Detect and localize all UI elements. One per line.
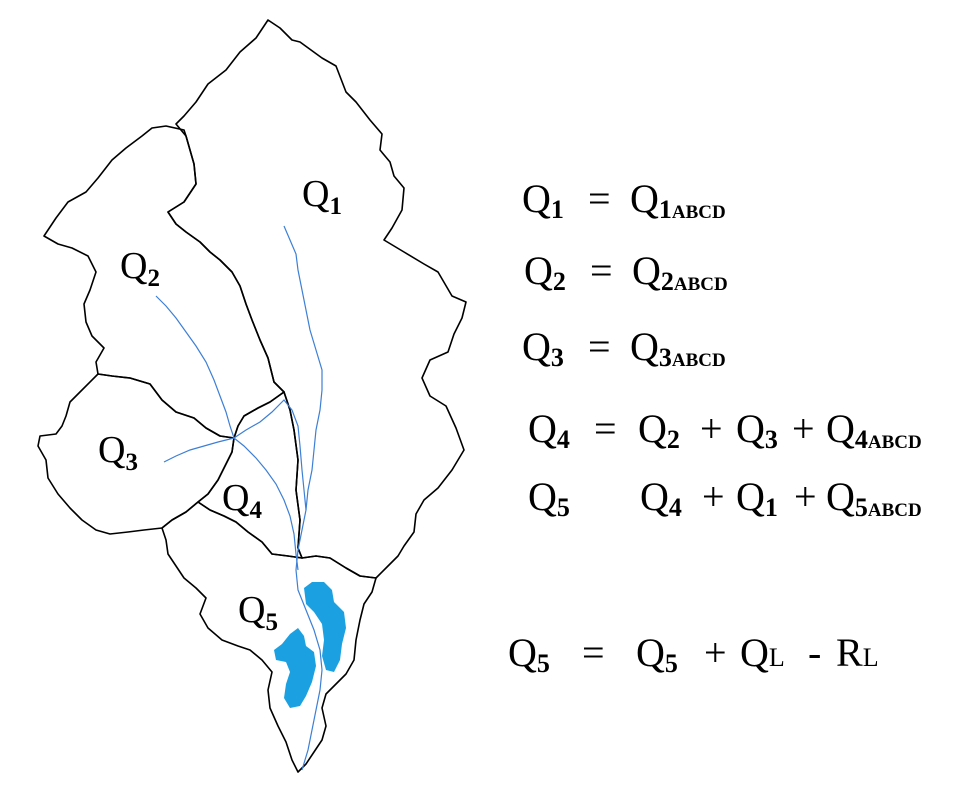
- subbasin-label-q1: Q1: [302, 173, 342, 220]
- river-network: [155, 225, 323, 771]
- tributary-q3: [163, 437, 235, 463]
- equation-q5: Q5 Q4 + Q1 + Q5ABCD: [528, 474, 922, 522]
- subbasin-label-q5: Q5: [238, 589, 278, 636]
- equation-q4: Q4 = Q2 + Q3 + Q4ABCD: [528, 406, 922, 454]
- lakes: [274, 582, 346, 708]
- subbasin-label-q2: Q2: [120, 245, 160, 292]
- lake-west: [274, 628, 316, 708]
- equation-q1: Q1 = Q1ABCD: [522, 176, 726, 224]
- lake-east: [304, 582, 346, 672]
- subbasin-q1-boundary: [167, 19, 467, 579]
- equations: Q1 = Q1ABCD Q2 = Q2ABCD Q3 = Q3ABCD Q4 =…: [508, 176, 922, 678]
- tributary-q4: [233, 437, 299, 571]
- equation-q2: Q2 = Q2ABCD: [524, 248, 728, 296]
- tributary-q2: [155, 295, 235, 439]
- equation-q3: Q3 = Q3ABCD: [522, 324, 726, 372]
- subbasin-labels: Q1 Q2 Q3 Q4 Q5: [98, 173, 342, 636]
- tributary-confluence: [233, 399, 307, 511]
- subbasin-label-q3: Q3: [98, 429, 138, 476]
- equation-q5-loss: Q5 = Q5 + QL - RL: [508, 630, 879, 678]
- subbasin-q5-boundary: [161, 501, 377, 773]
- subbasin-boundaries: [37, 19, 467, 773]
- subbasin-label-q4: Q4: [222, 477, 262, 524]
- main-river: [283, 225, 323, 771]
